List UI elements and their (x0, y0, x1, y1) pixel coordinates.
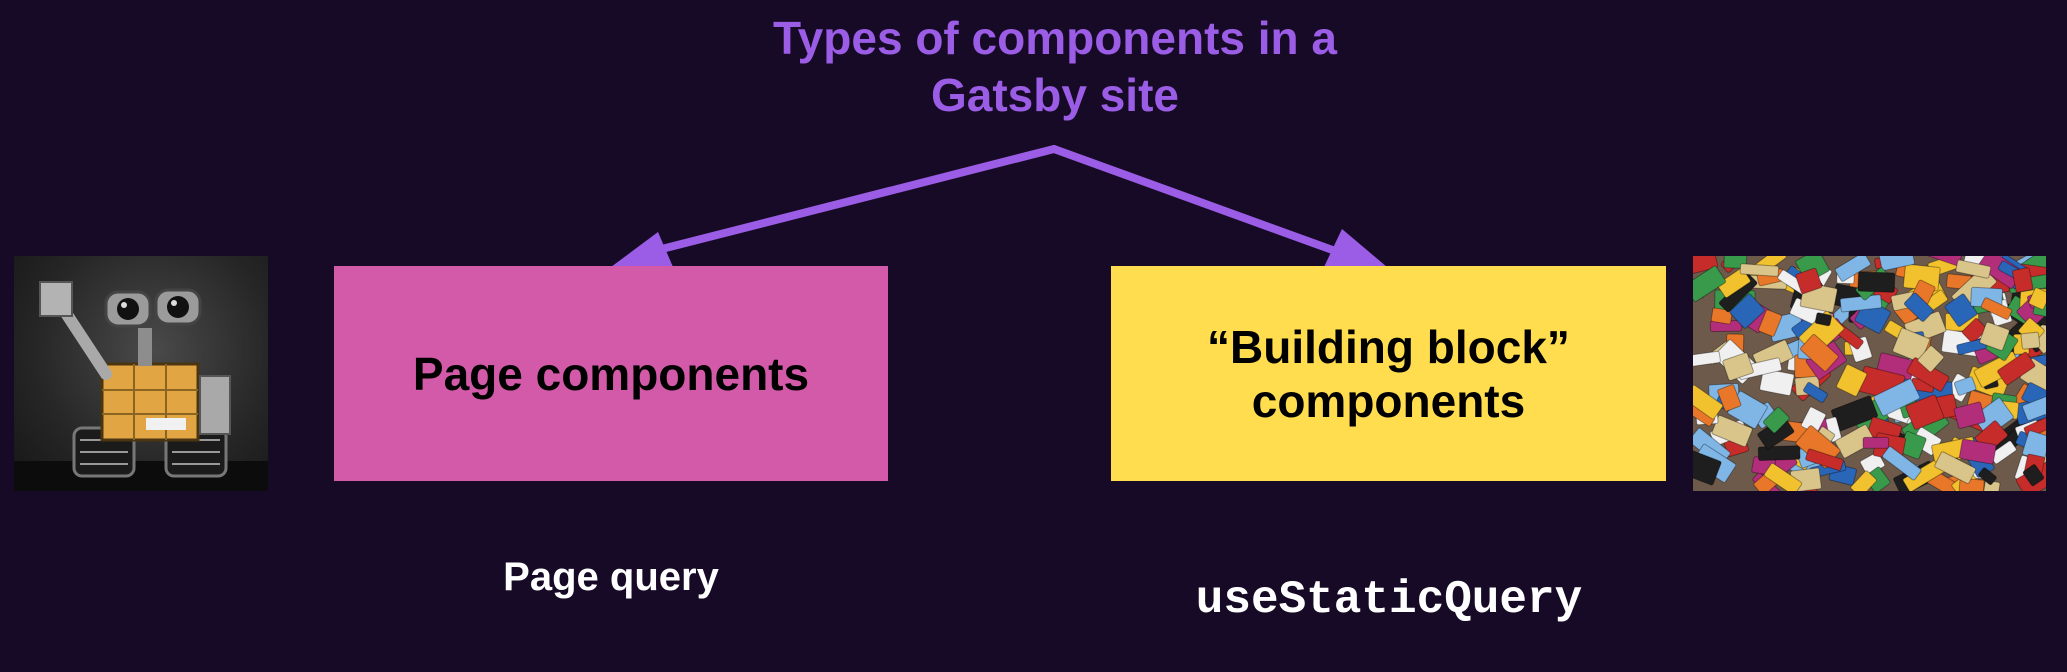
brick (1850, 470, 1877, 491)
brick (1739, 263, 1780, 277)
page-query-label: Page query (503, 555, 719, 599)
brick (1693, 256, 1719, 275)
brick (1834, 256, 1871, 282)
brick (1997, 351, 2036, 386)
brick (1934, 451, 1977, 484)
brick (1805, 448, 1844, 471)
brick (1904, 292, 1934, 322)
brick (1710, 307, 1733, 325)
brick (1711, 414, 1753, 448)
brick (1873, 378, 1921, 417)
title-line-1: Types of components in a (773, 12, 1337, 64)
lego-bricks-photo (1693, 256, 2046, 491)
brick (1795, 267, 1823, 295)
brick (1857, 271, 1896, 293)
building-block-label-line-1: “Building block” (1207, 320, 1570, 373)
brick (2028, 287, 2046, 310)
brick (1693, 265, 1726, 303)
brick (2022, 394, 2046, 422)
brick (2020, 331, 2041, 350)
building-block-label-line-2: components (1251, 374, 1526, 427)
brick (1839, 294, 1883, 313)
brick (1759, 368, 1795, 397)
page-components-label: Page components (412, 347, 810, 400)
arrowhead-left (611, 232, 673, 267)
brick (1757, 445, 1801, 462)
brick (1878, 256, 1916, 272)
page-components-box: Page components (334, 266, 888, 481)
brick (1763, 462, 1803, 491)
brick (1905, 394, 1945, 430)
brick (1892, 327, 1931, 363)
brick (1958, 478, 1985, 491)
brick (2011, 267, 2034, 293)
brick (1917, 345, 1945, 373)
brick (1729, 293, 1765, 329)
brick (1978, 467, 1997, 486)
brick (1693, 384, 1724, 420)
brick (1944, 293, 1978, 327)
brick (1980, 297, 2013, 320)
brick (1693, 350, 1721, 368)
brick (1716, 267, 1751, 298)
brick (1862, 436, 1890, 449)
brick (1814, 312, 1832, 327)
diagram-title: Types of components in a Gatsby site (700, 10, 1410, 124)
brick (1758, 309, 1783, 337)
brick (1800, 333, 1839, 372)
brick (1717, 384, 1742, 412)
brick (1723, 256, 1748, 269)
brick (1953, 376, 1977, 396)
wall-e-robot-photo (14, 256, 268, 491)
brick (1836, 364, 1868, 397)
arrowhead-right (1324, 229, 1387, 267)
brick (2022, 464, 2045, 487)
brick (1953, 401, 1986, 429)
brick (1958, 438, 1997, 465)
brick (1979, 321, 2010, 351)
arrow-line-left (646, 145, 1058, 256)
brick (1882, 446, 1922, 481)
brick (1693, 449, 1722, 486)
brick (1961, 318, 1988, 344)
brick (1955, 259, 1992, 279)
brick (1722, 352, 1754, 382)
title-line-2: Gatsby site (931, 69, 1179, 121)
building-block-components-box: “Building block” components (1111, 266, 1666, 481)
arrow-line-right (1050, 145, 1342, 256)
use-static-query-label: useStaticQuery (1195, 574, 1583, 626)
brick (1762, 406, 1790, 434)
brick (1803, 382, 1828, 403)
